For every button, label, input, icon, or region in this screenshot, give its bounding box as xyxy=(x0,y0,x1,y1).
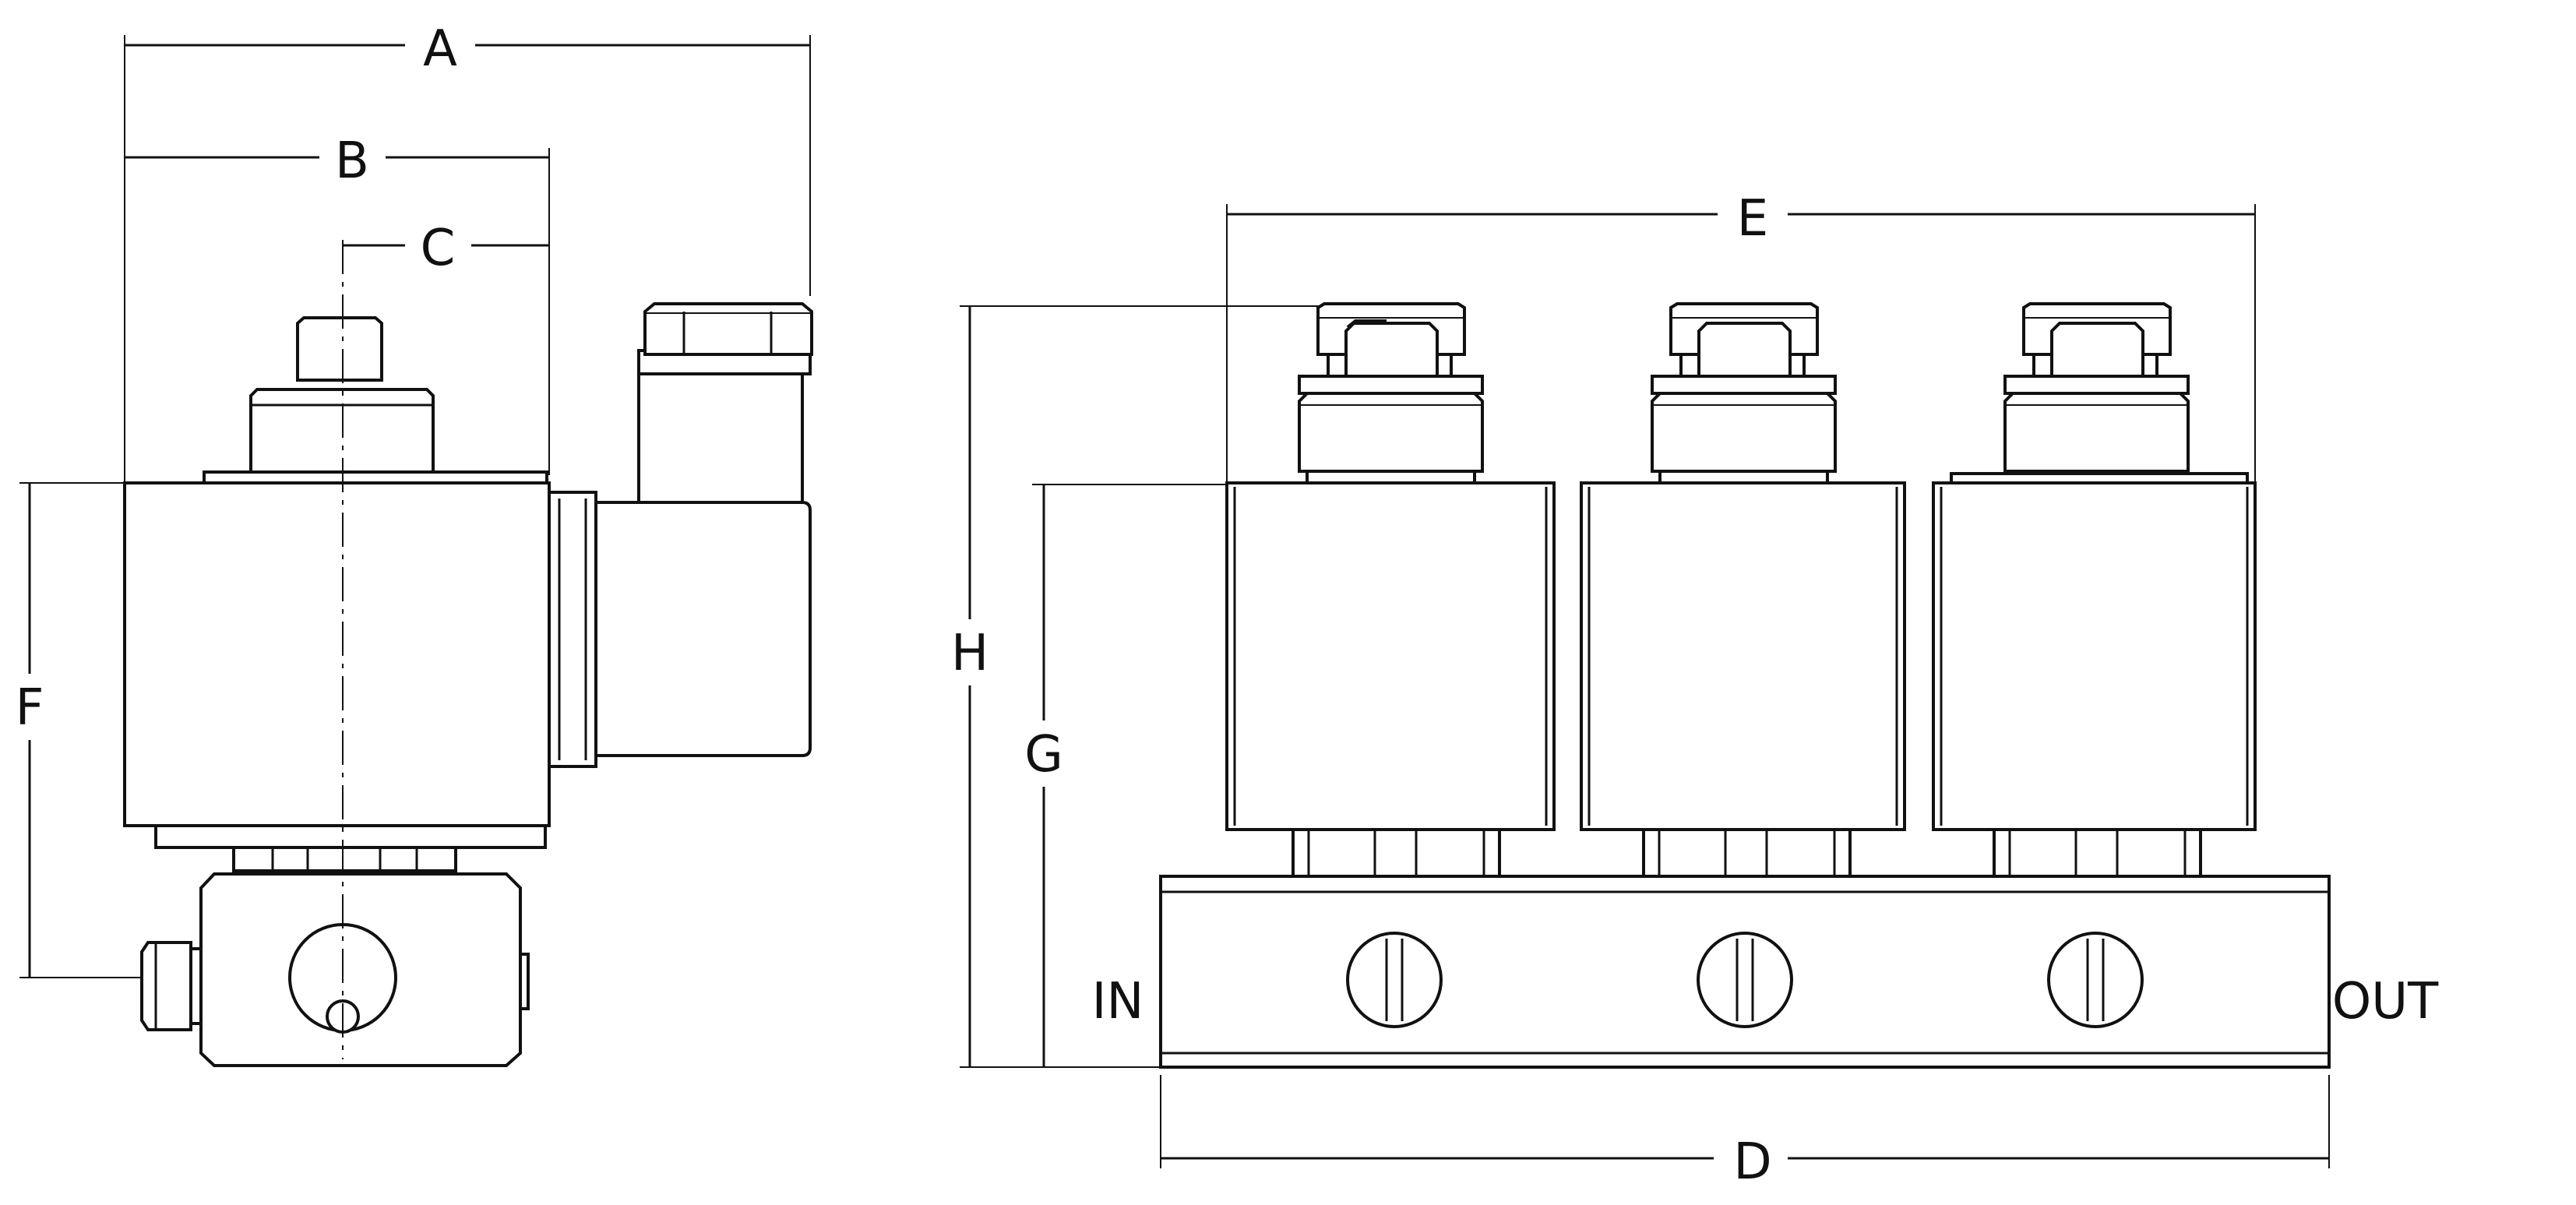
valve-1-adjust-screw xyxy=(1346,932,1443,1028)
side-connector-plug xyxy=(548,302,813,768)
dimension-g: G xyxy=(960,484,1227,1068)
front-view: E H G D xyxy=(951,190,2439,1191)
dimension-label-f: F xyxy=(16,679,44,737)
side-top-nut xyxy=(203,316,548,484)
side-view: A B C F xyxy=(16,20,813,1067)
dimension-h: H xyxy=(951,305,1324,1067)
valve-3-adjust-screw xyxy=(2047,932,2144,1028)
dimension-label-h: H xyxy=(951,625,988,682)
dimension-a: A xyxy=(124,20,811,483)
valve-2-adjust-screw xyxy=(1697,932,1793,1028)
dimension-label-e: E xyxy=(1737,190,1768,248)
inlet-port-label: IN xyxy=(1092,973,1144,1031)
dimension-label-a: A xyxy=(423,20,457,78)
dimension-label-d: D xyxy=(1733,1133,1771,1191)
dimension-c: C xyxy=(343,220,549,277)
dimension-label-b: B xyxy=(335,132,369,190)
side-coil-body xyxy=(123,481,551,827)
dimension-label-c: C xyxy=(421,220,456,277)
dimension-d: D xyxy=(1160,1075,2330,1191)
dimension-e: E xyxy=(1226,190,2256,483)
valve-station-2 xyxy=(1580,302,1906,1028)
valve-station-3 xyxy=(1932,302,2257,1028)
valve-station-1 xyxy=(1225,302,1556,1028)
outlet-port-label: OUT xyxy=(2332,973,2439,1031)
side-base xyxy=(154,824,547,872)
side-valve-body xyxy=(140,872,530,1067)
dimension-b: B xyxy=(125,132,550,475)
dimension-label-g: G xyxy=(1024,726,1063,784)
